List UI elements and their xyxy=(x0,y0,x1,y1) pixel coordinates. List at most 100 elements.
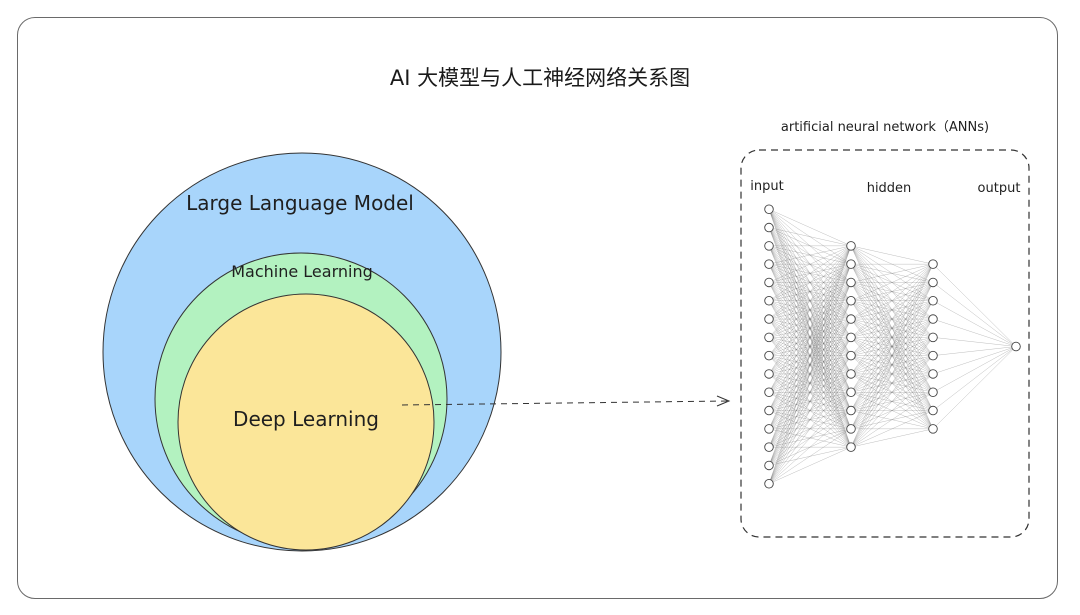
network-edge xyxy=(932,346,1017,356)
network-edge xyxy=(850,264,934,338)
network-edge xyxy=(850,300,934,448)
network-edge xyxy=(850,392,934,448)
neuron-node xyxy=(764,405,774,416)
neuron-node xyxy=(846,424,856,434)
network-edge xyxy=(768,245,852,466)
network-edge xyxy=(850,282,934,448)
network-edge xyxy=(768,245,852,448)
network-edge xyxy=(768,245,852,393)
neuron-node xyxy=(1011,341,1021,352)
neuron-node xyxy=(764,296,774,306)
network-edge xyxy=(768,245,852,484)
network-edge xyxy=(768,245,852,301)
input-layer-label: input xyxy=(750,179,783,194)
neuron-node xyxy=(764,241,774,251)
network-edge xyxy=(850,263,934,283)
neuron-node xyxy=(764,460,774,471)
neuron-node xyxy=(928,296,938,306)
neuron-node xyxy=(764,424,774,434)
neuron-node xyxy=(928,387,938,398)
network-edge xyxy=(768,245,852,338)
network-edge xyxy=(932,300,1017,347)
neuron-node xyxy=(846,369,856,379)
dl-label: Deep Learning xyxy=(233,407,379,431)
network-edge xyxy=(768,410,852,484)
ml-label: Machine Learning xyxy=(231,262,373,281)
network-edge xyxy=(850,428,934,448)
network-edge xyxy=(850,410,934,448)
network-edge xyxy=(850,373,934,448)
network-connections xyxy=(768,209,1017,484)
network-edge xyxy=(932,264,1017,347)
neuron-node xyxy=(764,259,774,269)
neuron-node xyxy=(846,405,856,416)
network-edge xyxy=(768,245,852,356)
network-edge xyxy=(850,264,934,375)
neuron-node xyxy=(764,277,774,288)
network-edge xyxy=(768,227,852,247)
network-edge xyxy=(850,264,934,356)
neuron-node xyxy=(846,296,856,306)
network-edge xyxy=(768,355,852,484)
network-edge xyxy=(850,264,934,320)
neuron-node xyxy=(846,241,856,251)
network-edge xyxy=(850,337,934,448)
neuron-node xyxy=(764,204,774,214)
network-edge xyxy=(932,337,1017,347)
neuron-node xyxy=(846,332,856,343)
network-edge xyxy=(768,446,852,484)
network-edge xyxy=(850,264,934,393)
network-edge xyxy=(932,346,1017,429)
venn-diagram: Large Language Model Machine Learning De… xyxy=(102,152,502,552)
connector-arrow xyxy=(401,395,731,407)
neuron-node xyxy=(764,222,774,233)
output-layer-label: output xyxy=(978,181,1021,196)
network-edge xyxy=(768,428,852,484)
network-edge xyxy=(932,318,1017,347)
network-edge xyxy=(768,209,852,247)
network-edge xyxy=(768,337,852,484)
network-edge xyxy=(768,264,852,484)
neuron-node xyxy=(846,277,856,288)
network-edge xyxy=(768,392,852,484)
neuron-node xyxy=(764,332,774,343)
neuron-node xyxy=(846,387,856,398)
network-edge xyxy=(850,264,934,448)
network-edge xyxy=(850,318,934,448)
neuron-node xyxy=(928,314,938,324)
network-edge xyxy=(768,318,852,484)
neuron-node xyxy=(846,259,856,269)
neuron-node xyxy=(764,479,774,489)
neural-network xyxy=(764,204,1021,489)
network-edge xyxy=(768,245,852,320)
neuron-node xyxy=(764,369,774,379)
neuron-node xyxy=(846,442,856,452)
neuron-node xyxy=(764,350,774,361)
ann-caption: artificial neural network（ANNs) xyxy=(781,120,989,135)
llm-label: Large Language Model xyxy=(186,191,414,215)
network-edge xyxy=(768,245,852,411)
network-edge xyxy=(768,245,852,283)
network-edge xyxy=(932,282,1017,347)
neuron-node xyxy=(928,277,938,288)
neuron-node xyxy=(928,369,938,379)
neuron-node xyxy=(928,332,938,343)
network-edge xyxy=(768,300,852,484)
ann-box xyxy=(740,149,1030,538)
diagram-title: AI 大模型与人工神经网络关系图 xyxy=(389,66,691,90)
network-edge xyxy=(768,245,852,429)
neuron-node xyxy=(928,350,938,361)
network-edge xyxy=(850,264,934,411)
neuron-node xyxy=(928,405,938,416)
network-edge xyxy=(768,282,852,484)
neuron-node xyxy=(846,350,856,361)
network-edge xyxy=(932,346,1017,393)
network-edge xyxy=(850,355,934,448)
neuron-node xyxy=(928,259,938,269)
network-edge xyxy=(932,346,1017,411)
network-edge xyxy=(932,346,1017,375)
hidden-layer-label: hidden xyxy=(867,181,912,196)
neuron-node xyxy=(764,387,774,398)
neuron-node xyxy=(928,424,938,434)
